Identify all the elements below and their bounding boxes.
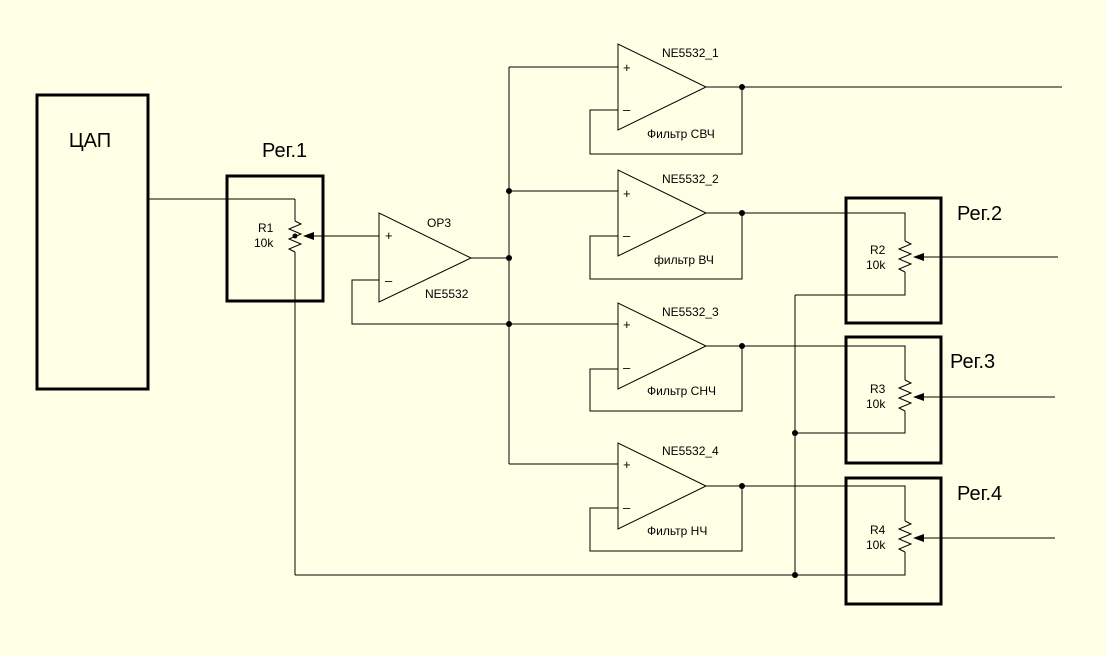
reg1-block: Рег.1 R1 10k — [225, 140, 325, 575]
wire-r3-bottom — [795, 411, 906, 434]
reg3-block: Рег.3 R3 10k — [844, 335, 1055, 465]
reg1-value: 10k — [254, 236, 274, 250]
filter-2-output-wire — [706, 212, 906, 241]
buffer-minus-sign: – — [385, 273, 393, 288]
junctions — [292, 84, 798, 578]
reg4-box — [844, 476, 943, 606]
filter-4-output-wire — [706, 485, 906, 521]
junction-ground-r3 — [792, 430, 798, 436]
reg4-resistor-zigzag — [897, 520, 913, 553]
dac-box — [35, 93, 150, 391]
filter-1-plus-sign: + — [623, 60, 631, 75]
filter-4-name: Фильтр НЧ — [647, 524, 707, 538]
filter-1: + – NE5532_1 Фильтр СВЧ — [509, 43, 1062, 155]
reg4-label: Рег.4 — [957, 483, 1002, 505]
reg2-value: 10k — [866, 258, 886, 272]
junction-ground-r4 — [792, 572, 798, 578]
reg1-wiper-arrow — [303, 232, 314, 240]
filter-4: + – NE5532_4 Фильтр НЧ — [509, 442, 906, 552]
reg3-value: 10k — [866, 397, 886, 411]
reg4-block: Рег.4 R4 10k — [844, 476, 1055, 606]
filter-1-triangle — [617, 43, 708, 131]
reg4-wiper-arrow — [913, 534, 924, 542]
filter-2-feedback-wire — [589, 213, 743, 280]
reg2-box — [844, 196, 943, 325]
filter-3-plus-sign: + — [623, 317, 631, 332]
wire-r2-bottom — [795, 272, 906, 296]
filter-2-part: NE5532_2 — [662, 172, 719, 186]
junction-filter3-out — [739, 343, 745, 349]
filter-2: + – NE5532_2 фильтр ВЧ — [509, 169, 906, 280]
junction-bus-filter3 — [506, 321, 512, 327]
filter-2-triangle — [617, 169, 708, 257]
reg4-ref: R4 — [870, 523, 886, 537]
filter-1-name: Фильтр СВЧ — [647, 127, 715, 141]
filter-4-triangle — [617, 442, 708, 530]
filter-2-plus-sign: + — [623, 186, 631, 201]
buffer-plus-sign: + — [385, 228, 393, 243]
filter-2-minus-sign: – — [623, 228, 631, 243]
reg4-value: 10k — [866, 538, 886, 552]
filter-1-feedback-wire — [589, 87, 743, 155]
reg3-wiper-arrow — [913, 393, 924, 401]
wire-buffer-feedback — [351, 279, 509, 325]
reg3-box — [844, 335, 943, 465]
filter-1-minus-sign: – — [623, 102, 631, 117]
reg2-block: Рег.2 R2 10k — [844, 196, 1058, 325]
reg1-ref: R1 — [258, 221, 274, 235]
reg3-resistor-zigzag — [897, 379, 913, 412]
reg1-label: Рег.1 — [262, 140, 307, 162]
junction-bus-filter2 — [506, 188, 512, 194]
reg2-resistor-zigzag — [897, 240, 913, 273]
filter-4-plus-sign: + — [623, 457, 631, 472]
filter-3-feedback-wire — [589, 346, 743, 412]
reg2-ref: R2 — [870, 243, 886, 257]
buffer-opamp: + – OP3 NE5532 — [378, 212, 473, 303]
filter-4-feedback-wire — [589, 486, 743, 552]
buffer-ref: OP3 — [427, 216, 451, 230]
filter-3-output-wire — [706, 345, 906, 380]
reg3-ref: R3 — [870, 382, 886, 396]
reg2-label: Рег.2 — [957, 203, 1002, 225]
filter-3-name: Фильтр СНЧ — [647, 384, 716, 398]
filter-3: + – NE5532_3 Фильтр СНЧ — [509, 302, 906, 412]
filter-2-name: фильтр ВЧ — [654, 253, 714, 267]
wire-r4-bottom — [795, 552, 906, 576]
junction-filter2-out — [739, 210, 745, 216]
filter-3-triangle — [617, 302, 708, 390]
junction-bus-buffer — [506, 255, 512, 261]
dac-label: ЦАП — [69, 130, 111, 152]
filter-1-part: NE5532_1 — [662, 46, 719, 60]
filter-4-minus-sign: – — [623, 500, 631, 515]
filter-3-part: NE5532_3 — [662, 305, 719, 319]
filter-3-minus-sign: – — [623, 360, 631, 375]
filter-4-part: NE5532_4 — [662, 444, 719, 458]
buffer-part: NE5532 — [425, 287, 469, 301]
buffer-triangle — [378, 212, 473, 303]
dac-block: ЦАП — [35, 93, 150, 391]
junction-r1-wiper — [292, 233, 298, 239]
reg2-wiper-arrow — [913, 253, 924, 261]
junction-filter4-out — [739, 483, 745, 489]
reg1-box — [225, 174, 325, 303]
junction-filter1-out — [739, 84, 745, 90]
reg3-label: Рег.3 — [950, 351, 995, 373]
